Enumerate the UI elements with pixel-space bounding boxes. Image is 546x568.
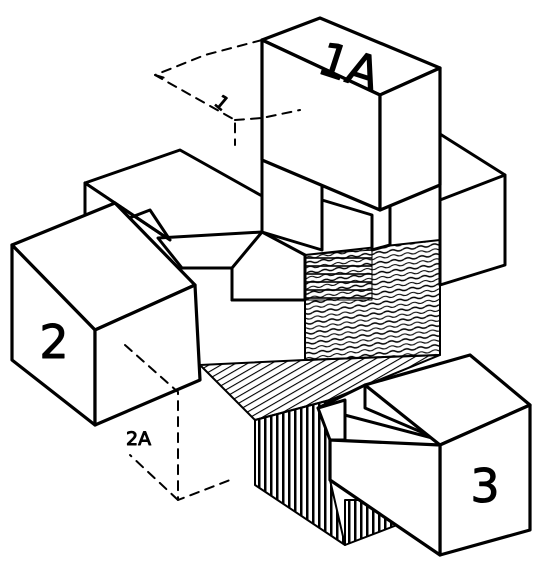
block-2: 2 bbox=[10, 201, 202, 427]
phantom-outline-1 bbox=[154, 39, 301, 146]
phantom-outline-2a bbox=[124, 344, 231, 501]
block-1a: 1A bbox=[260, 16, 442, 212]
phantom-1-label: 1 bbox=[210, 91, 233, 116]
block-2-label: 2 bbox=[39, 315, 68, 369]
block-3-label: 3 bbox=[470, 459, 499, 513]
block-3: 3 bbox=[316, 353, 532, 557]
right-back-piece bbox=[438, 132, 507, 287]
phantom-2a-label: 2A bbox=[126, 428, 151, 450]
